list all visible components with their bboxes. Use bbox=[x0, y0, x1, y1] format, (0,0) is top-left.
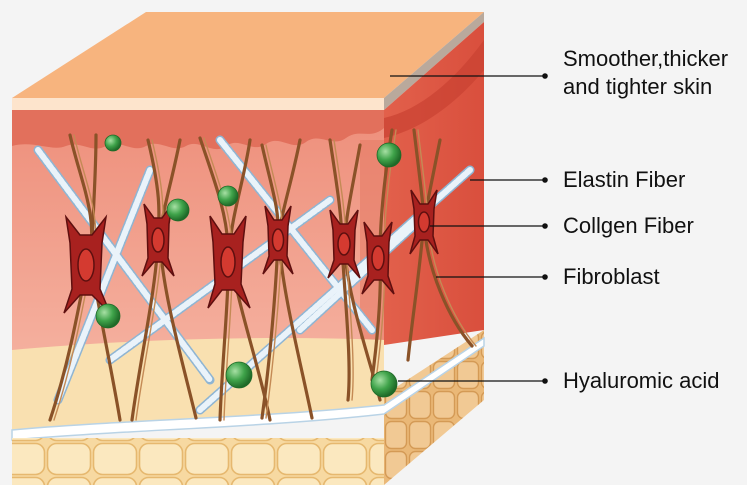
hyaluronic-acid-sphere bbox=[167, 199, 189, 221]
label-skin: Smoother,thicker and tighter skin bbox=[563, 45, 728, 101]
label-elastin-fiber: Elastin Fiber bbox=[563, 166, 685, 194]
label-collagen-fiber: Collgen Fiber bbox=[563, 212, 694, 240]
hyaluronic-acid-sphere bbox=[96, 304, 120, 328]
label-skin-line2: and tighter skin bbox=[563, 73, 728, 101]
hyaluronic-acid-sphere bbox=[371, 371, 397, 397]
hyaluronic-acid-sphere bbox=[105, 135, 121, 151]
epidermis-layer bbox=[12, 98, 384, 110]
hyaluronic-acid-sphere bbox=[377, 143, 401, 167]
label-skin-line1: Smoother,thicker bbox=[563, 45, 728, 73]
fat-cells-layer bbox=[12, 438, 384, 485]
hyaluronic-acid-sphere bbox=[226, 362, 252, 388]
hyaluronic-acid-sphere bbox=[218, 186, 238, 206]
label-hyaluronic-acid: Hyaluromic acid bbox=[563, 367, 720, 395]
label-fibroblast: Fibroblast bbox=[563, 263, 660, 291]
